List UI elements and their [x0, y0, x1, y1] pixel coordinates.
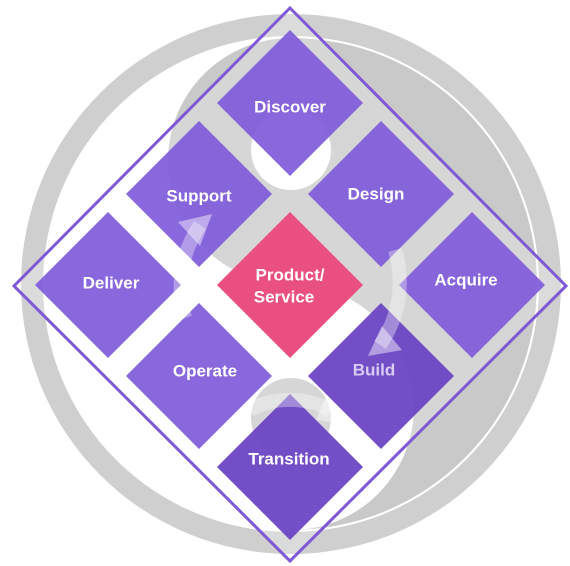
cycle-arrows [173, 221, 407, 417]
tile-design[interactable] [308, 121, 454, 267]
label-center-line2: Service [254, 287, 315, 306]
label-acquire: Acquire [434, 270, 497, 289]
cycle-arrow-right [374, 247, 407, 350]
tile-operate[interactable] [126, 303, 272, 449]
arrow-head-right [368, 326, 402, 356]
tile-build[interactable] [308, 303, 454, 449]
label-discover: Discover [254, 97, 326, 116]
tiles-group [35, 30, 545, 540]
tile-support[interactable] [126, 121, 272, 267]
arrow-head-bottom [316, 396, 344, 424]
label-center-line1: Product/ [256, 265, 325, 284]
label-operate: Operate [173, 361, 237, 380]
label-build: Build [353, 360, 396, 379]
cycle-arrow-bottom [246, 392, 334, 417]
label-deliver: Deliver [83, 273, 140, 292]
tile-transition[interactable] [217, 394, 363, 540]
tile-discover[interactable] [217, 30, 363, 176]
label-design: Design [348, 184, 405, 203]
tile-acquire[interactable] [399, 212, 545, 358]
cycle-arrow-left [173, 221, 206, 320]
arrow-head-left [178, 214, 212, 246]
label-transition: Transition [248, 449, 329, 468]
tile-product-service[interactable] [217, 212, 363, 358]
tile-deliver[interactable] [35, 212, 181, 358]
label-support: Support [166, 186, 231, 205]
